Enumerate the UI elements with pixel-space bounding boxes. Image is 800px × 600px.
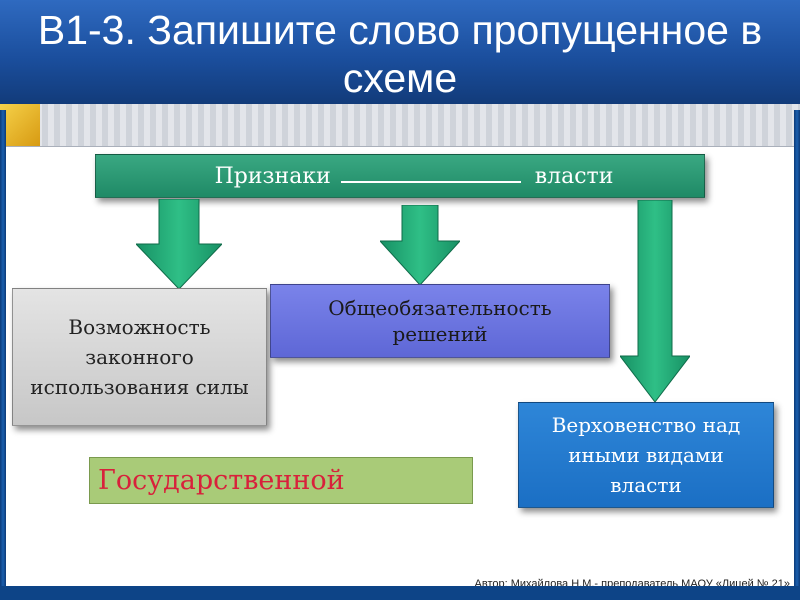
title-text: Запишите слово пропущенное в схеме — [147, 7, 763, 101]
feature-box-supremacy: Верховенство над иными видами власти — [518, 402, 774, 508]
slide-header: В1-3. Запишите слово пропущенное в схеме — [0, 0, 800, 106]
frame-right — [794, 110, 800, 600]
feature-box-obligatory: Общеобязательность решений — [270, 284, 610, 358]
diagram-root-box: Признаки власти — [95, 154, 705, 198]
answer-text: Государственной — [98, 465, 345, 496]
feature-label: Возможность законного использования силы — [30, 315, 249, 399]
feature-box-force: Возможность законного использования силы — [12, 288, 267, 426]
answer-box: Государственной — [89, 457, 473, 504]
frame-bottom — [0, 586, 800, 600]
header-stripe — [0, 104, 800, 147]
arrow-to-blue-box — [620, 200, 690, 402]
feature-label: Общеобязательность решений — [328, 296, 552, 346]
slide-title: В1-3. Запишите слово пропущенное в схеме — [20, 6, 780, 102]
frame-left — [0, 110, 6, 600]
arrow-to-gray-box — [136, 199, 222, 289]
arrow-to-purple-box — [380, 205, 460, 285]
header-decoration — [0, 104, 40, 146]
title-prefix: В1-3. — [37, 7, 136, 53]
missing-word-blank — [340, 180, 521, 183]
root-label-left: Признаки — [214, 163, 331, 189]
root-label-right: власти — [534, 163, 614, 189]
feature-label: Верховенство над иными видами власти — [551, 413, 741, 497]
